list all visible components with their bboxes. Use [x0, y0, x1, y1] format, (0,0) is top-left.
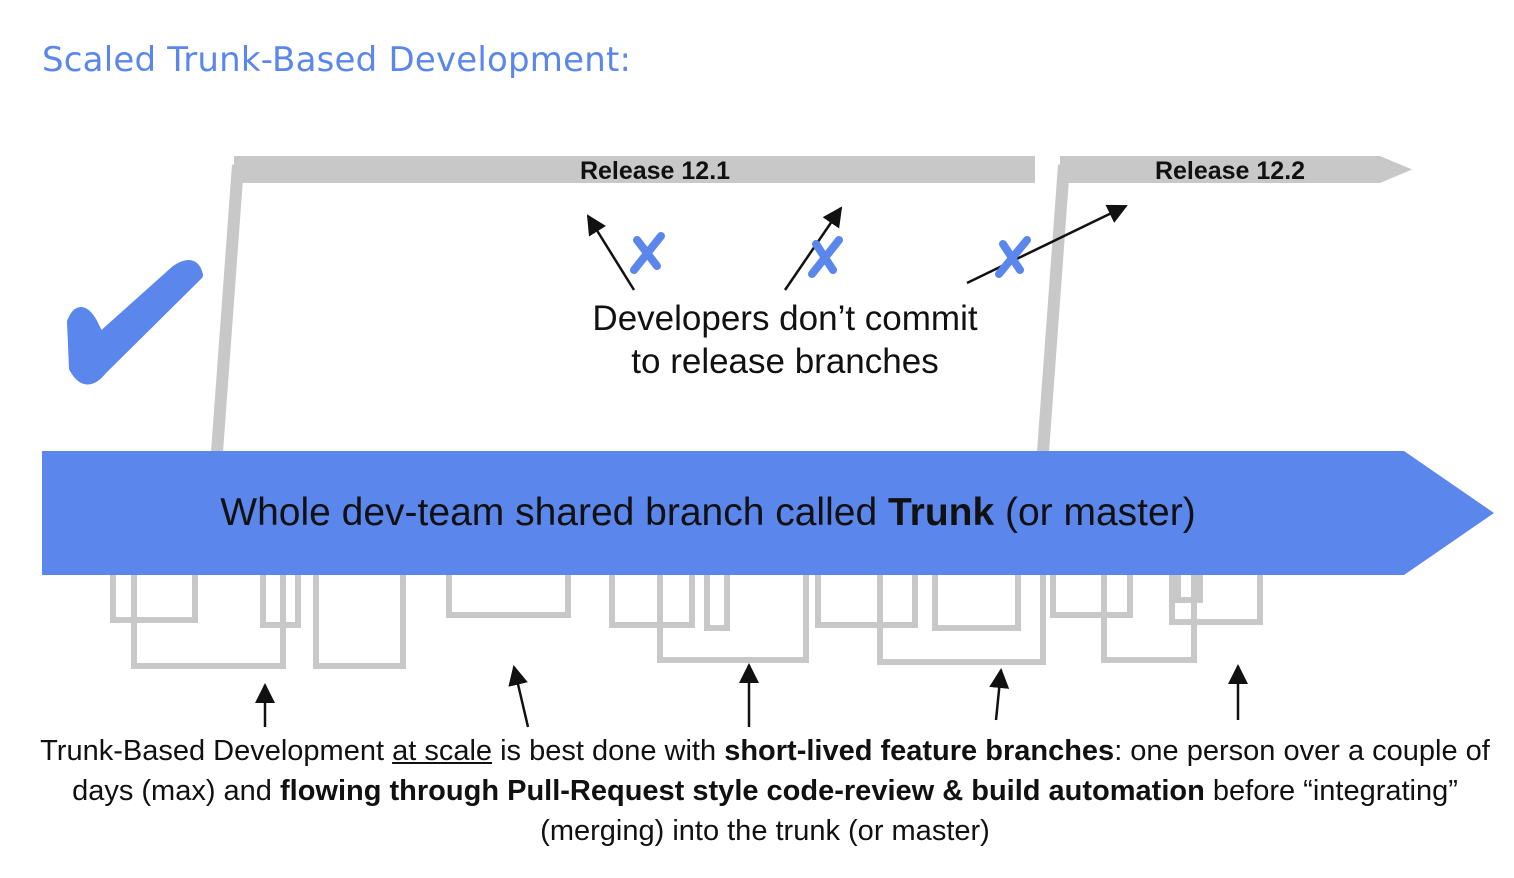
- commit-arrows: [586, 204, 1128, 291]
- feature-branch: [1050, 574, 1133, 618]
- release-note-line-2: to release branches: [631, 342, 938, 381]
- commit-arrow: [783, 206, 843, 291]
- feature-branch: [1101, 574, 1197, 663]
- caption-bold: flowing through Pull-Request style code-…: [280, 775, 1205, 807]
- trunk-label-suffix: (or master): [994, 491, 1196, 534]
- release-branch-12-2-line: [1037, 164, 1070, 453]
- release-branch-12-1-bar: [234, 156, 1035, 183]
- release-branch-12-2: Release 12.2: [1037, 156, 1412, 453]
- pointer-arrow: [508, 665, 530, 728]
- trunk-label-bold: Trunk: [888, 491, 994, 534]
- caption-underlined: at scale: [392, 735, 493, 767]
- feature-branch: [657, 574, 809, 663]
- trunk-label: Whole dev-team shared branch called Trun…: [220, 491, 1195, 534]
- x-mark-icon: [995, 236, 1031, 278]
- feature-branch: [609, 574, 695, 628]
- feature-branch: [877, 574, 1046, 665]
- release-12-2-label: Release 12.2: [1155, 157, 1305, 185]
- commit-arrow: [966, 204, 1128, 285]
- feature-branch: [313, 574, 406, 669]
- feature-branches: [110, 574, 1263, 669]
- pointer-arrow: [989, 668, 1010, 721]
- diagram-caption: Trunk-Based Development at scale is best…: [30, 731, 1500, 851]
- feature-branch: [110, 574, 198, 623]
- release-note-line-1: Developers don’t commit: [592, 299, 977, 338]
- checkmark-icon: [67, 260, 203, 385]
- release-12-1-label: Release 12.1: [580, 157, 730, 185]
- x-marks: [630, 232, 1031, 278]
- commit-arrow: [586, 214, 636, 291]
- release-branch-12-1-line: [211, 164, 244, 453]
- feature-branch: [131, 574, 286, 669]
- caption-part: : one person over a couple of days (max)…: [72, 735, 1490, 807]
- trunk-label-prefix: Whole dev-team shared branch called: [220, 491, 888, 534]
- trunk-branch-arrow: [42, 451, 1494, 575]
- feature-branch: [815, 574, 918, 628]
- release-branch-12-1: Release 12.1: [211, 156, 1035, 453]
- feature-branch-pointers: [255, 663, 1248, 728]
- feature-branch: [704, 574, 730, 631]
- caption-part: Trunk-Based Development: [40, 735, 393, 767]
- caption-bold: short-lived feature branches: [724, 735, 1115, 767]
- page-title: Scaled Trunk-Based Development:: [42, 40, 632, 80]
- feature-branch: [260, 574, 301, 628]
- feature-branch: [1175, 574, 1203, 603]
- release-branch-12-2-arrow: [1060, 156, 1412, 183]
- feature-branch: [1169, 574, 1263, 625]
- caption-part: is best done with: [492, 735, 725, 767]
- caption-part: before “integrating” (merging) into the …: [540, 775, 1458, 847]
- x-mark-icon: [630, 232, 665, 274]
- feature-branch: [932, 574, 1021, 631]
- x-mark-icon: [808, 236, 843, 278]
- feature-branch: [446, 574, 571, 618]
